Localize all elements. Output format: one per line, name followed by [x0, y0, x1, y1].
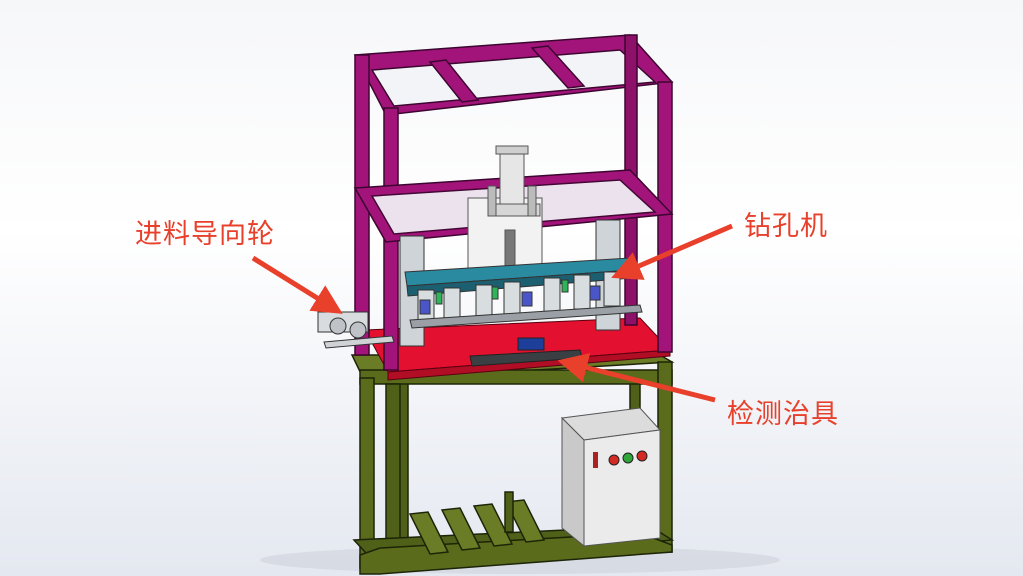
inspection-fixture	[469, 337, 583, 367]
arrow-fixture-icon	[557, 353, 716, 403]
control-box	[560, 407, 662, 548]
callout-drilling-machine: 钻孔机	[744, 211, 828, 242]
drilling-unit	[399, 219, 643, 347]
arrow-drill-icon	[611, 223, 733, 280]
callout-inspection-fixture: 检测治具	[727, 399, 839, 430]
callout-feed-guide-wheel: 进料导向轮	[135, 219, 275, 250]
feed-guide-wheel	[317, 311, 395, 349]
arrow-feed-icon	[251, 255, 343, 314]
press-cylinder	[467, 145, 543, 271]
